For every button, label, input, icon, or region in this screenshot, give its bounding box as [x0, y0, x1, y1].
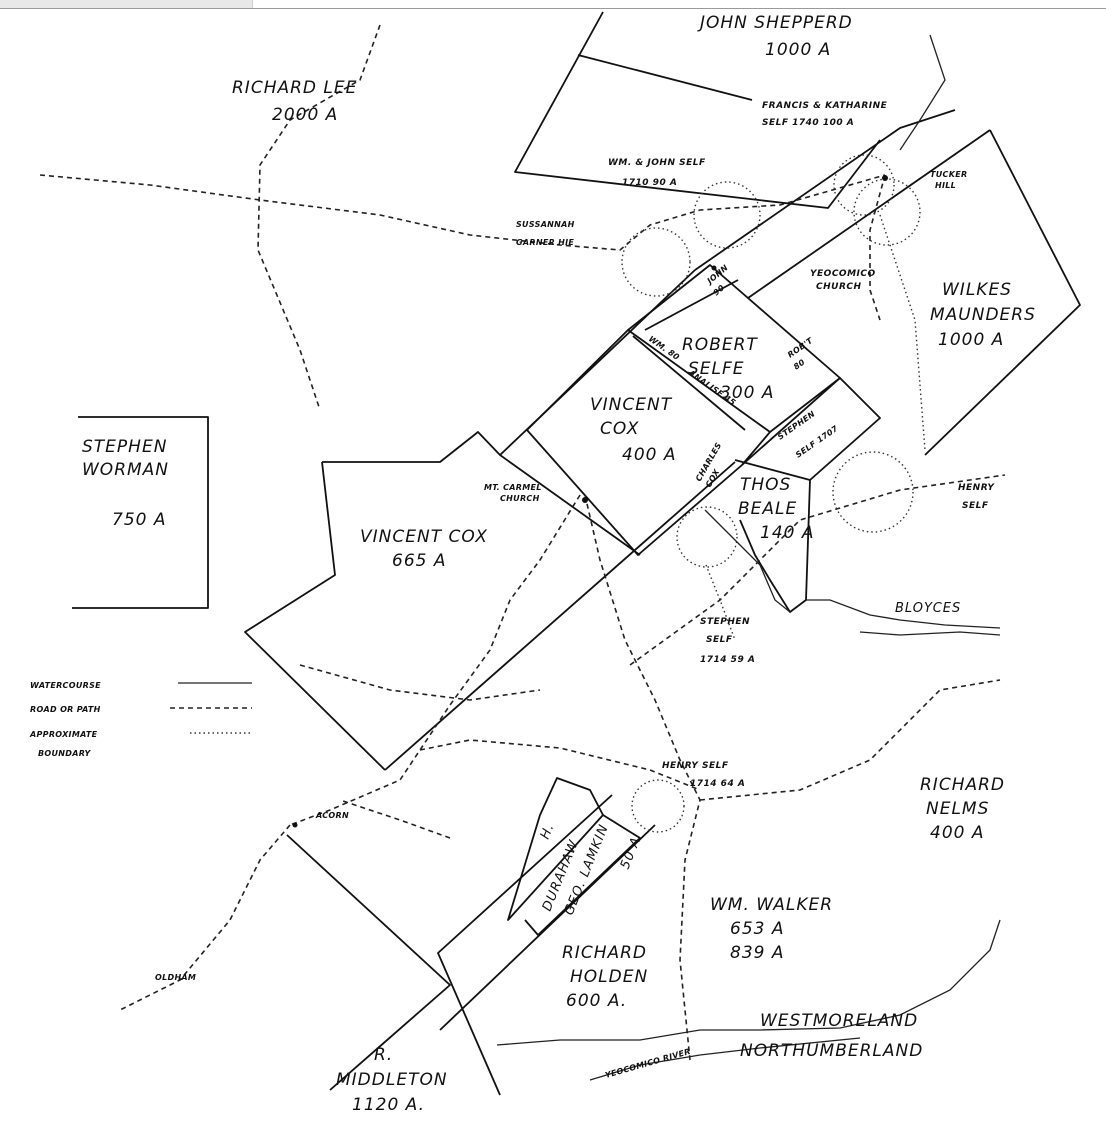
label-john-shepperd-acres: 1000 A	[765, 40, 831, 60]
label-oldham: OLDHAM	[155, 973, 196, 982]
label-yeocomico-church-2: CHURCH	[816, 282, 862, 292]
label-stephen-worman-acres: 750 A	[112, 510, 166, 530]
boundary-john-shepperd	[514, 11, 881, 209]
label-stephen-worman: STEPHEN	[82, 437, 167, 457]
label-henry-self-east-2: SELF	[962, 501, 989, 511]
label-r-middleton-acres: 1120 A.	[352, 1095, 425, 1115]
label-richard-lee: RICHARD LEE	[232, 78, 357, 98]
label-mt-carmel-2: CHURCH	[500, 494, 540, 503]
viewer-tab[interactable]	[0, 0, 253, 8]
label-lamkin-acres: 50 A	[618, 835, 644, 872]
boundary-stephen-self-1707	[741, 377, 881, 481]
label-wilkes-maunders-2: MAUNDERS	[930, 305, 1036, 325]
label-stephen-self-1707-2: SELF 1707	[794, 424, 840, 460]
label-richard-lee-acres: 2000 A	[272, 105, 338, 125]
label-francis-katharine: FRANCIS & KATHARINE	[762, 101, 888, 111]
label-robert-self-acres: 300 A	[720, 383, 774, 403]
label-mt-carmel: MT. CARMEL	[484, 483, 542, 492]
church-marker-yeocomico	[882, 175, 888, 181]
label-h: H.	[538, 821, 558, 841]
label-vincent-cox-665-acres: 665 A	[392, 551, 446, 571]
label-wm-walker-acres2: 839 A	[730, 943, 784, 963]
label-robt-80-2: 80	[792, 357, 807, 371]
label-richard-nelms-2: NELMS	[926, 799, 989, 819]
parcel-boundaries	[72, 11, 1081, 1096]
marker-strip-corner	[711, 265, 717, 271]
label-r-middleton: R.	[374, 1045, 393, 1065]
label-northumberland: NORTHUMBERLAND	[740, 1041, 923, 1061]
label-richard-nelms-acres: 400 A	[930, 823, 984, 843]
boundary-stephen-worman	[72, 416, 209, 609]
label-robert-self: ROBERT	[682, 335, 758, 355]
label-acorn: ACORN	[315, 811, 349, 820]
label-stephen-self-1714-2: SELF	[706, 635, 733, 645]
watercourses	[496, 34, 1001, 1081]
boundary-robert-self-inner2	[632, 335, 746, 431]
label-westmoreland: WESTMORELAND	[760, 1011, 918, 1031]
label-john-shepperd: JOHN SHEPPERD	[697, 13, 853, 33]
label-henry-self-east: HENRY	[958, 483, 995, 493]
boundary-durahaw	[507, 777, 604, 921]
label-bloyces: BLOYCES	[895, 601, 961, 616]
label-wm-john-self-2: 1710 90 A	[622, 178, 677, 188]
boundary-main-diagonal	[384, 461, 736, 771]
label-tucker-hill: TUCKER	[930, 170, 967, 179]
boundary-strip-north	[694, 109, 956, 271]
boundary-vincent-cox-665	[244, 431, 641, 771]
parcel-labels: JOHN SHEPPERD 1000 A RICHARD LEE 2000 A …	[82, 13, 1036, 1115]
label-thos-beale: THOS	[740, 475, 791, 495]
legend-watercourse-label: WATERCOURSE	[30, 681, 101, 690]
label-wilkes-maunders: WILKES	[942, 280, 1012, 300]
church-marker-mt-carmel	[582, 497, 588, 503]
legend-boundary-label-2: BOUNDARY	[38, 749, 91, 758]
label-stephen-self-1714: STEPHEN	[700, 617, 750, 627]
boundary-upper-diagonal	[499, 269, 696, 456]
label-stephen-worman-2: WORMAN	[82, 460, 169, 480]
map-legend: WATERCOURSE ROAD OR PATH APPROXIMATE BOU…	[29, 681, 252, 758]
label-richard-nelms: RICHARD	[920, 775, 1005, 795]
viewer-top-border	[0, 8, 1106, 9]
label-wm-walker: WM. WALKER	[710, 895, 833, 915]
map-markers	[292, 175, 888, 828]
legend-boundary-label: APPROXIMATE	[29, 730, 98, 739]
label-vincent-cox-400-2: COX	[600, 419, 639, 439]
boundary-wilkes-maunders	[924, 129, 1081, 456]
label-susannah-garner-2: GARNER HIE	[516, 238, 574, 247]
label-r-middleton-2: MIDDLETON	[336, 1070, 448, 1090]
label-yeocomico-church: YEOCOMICO	[810, 269, 876, 279]
label-yeocomico-river: YEOCOMICO RIVER	[604, 1047, 692, 1080]
roads	[39, 24, 1006, 1061]
legend-road-label: ROAD OR PATH	[30, 705, 101, 714]
label-thos-beale-acres: 140 A	[760, 523, 814, 543]
boundary-shepperd-inner	[577, 54, 753, 101]
label-richard-holden: RICHARD	[562, 943, 647, 963]
label-richard-holden-2: HOLDEN	[570, 967, 648, 987]
label-vincent-cox-400-acres: 400 A	[622, 445, 676, 465]
label-stephen-self-1707: STEPHEN	[776, 409, 817, 441]
label-vincent-cox-665: VINCENT COX	[360, 527, 488, 547]
boundary-robert-self-inner1	[644, 279, 739, 331]
boundary-lamkin	[524, 814, 641, 936]
label-henry-self-1714: HENRY SELF	[662, 761, 729, 771]
label-john-self-strip-2: 90	[712, 283, 727, 298]
label-tucker-hill-2: HILL	[935, 181, 956, 190]
label-thos-beale-2: BEALE	[738, 499, 797, 519]
approx-boundaries	[621, 154, 926, 833]
boundary-holden	[437, 794, 656, 1096]
label-henry-self-1714-2: 1714 64 A	[690, 779, 745, 789]
label-francis-katharine-2: SELF 1740 100 A	[762, 118, 854, 128]
label-vincent-cox-400: VINCENT	[590, 395, 673, 415]
label-wm-walker-acres1: 653 A	[730, 919, 784, 939]
label-robert-self-2: SELFE	[688, 359, 745, 379]
label-stephen-self-1714-3: 1714 59 A	[700, 655, 755, 665]
label-wm-john-self: WM. & JOHN SELF	[608, 158, 706, 168]
marker-acorn	[292, 822, 298, 828]
label-susannah-garner: SUSSANNAH	[516, 220, 575, 229]
label-richard-holden-acres: 600 A.	[566, 991, 627, 1011]
boundary-middleton	[286, 834, 451, 1091]
label-wilkes-maunders-acres: 1000 A	[938, 330, 1004, 350]
label-robt-80: ROB'T	[786, 336, 815, 360]
